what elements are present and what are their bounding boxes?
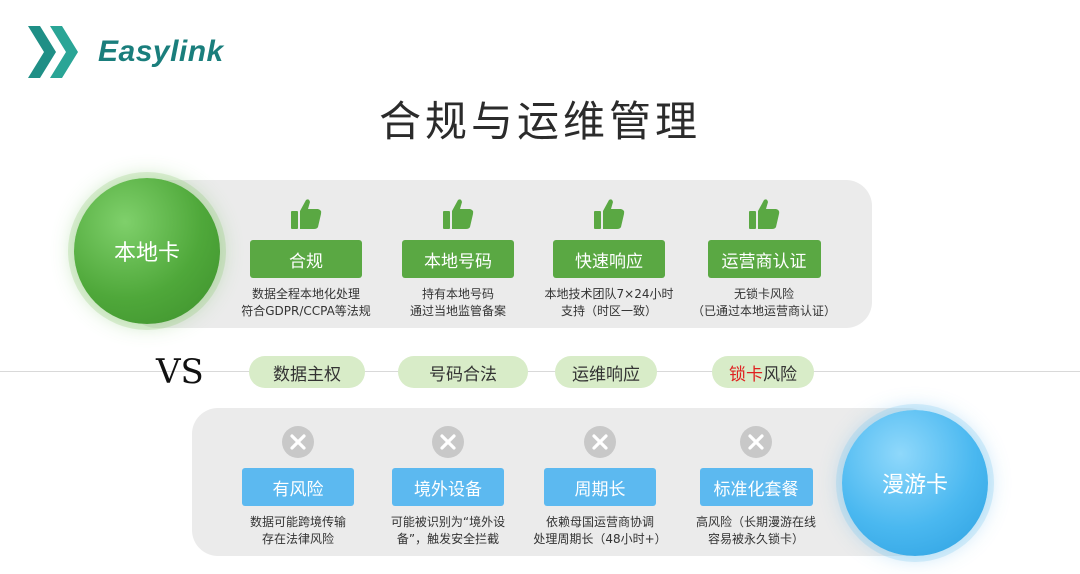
thumbs-up-icon [289, 196, 323, 232]
category-pill-number-legality: 号码合法 [398, 356, 528, 388]
local-tag: 快速响应 [553, 240, 665, 278]
brand-name: Easylink [98, 35, 224, 68]
local-desc: 持有本地号码 通过当地监管备案 [409, 287, 506, 318]
x-circle-icon [739, 424, 773, 460]
category-pill-ops-response: 运维响应 [555, 356, 657, 388]
x-circle-icon [431, 424, 465, 460]
roaming-desc: 高风险（长期漫游在线 容易被永久锁卡） [695, 515, 816, 546]
local-item-compliance: 合规 数据全程本地化处理 符合GDPR/CCPA等法规 [226, 196, 386, 320]
thumbs-up-icon [592, 196, 626, 232]
local-item-carrier-cert: 运营商认证 无锁卡风险 （已通过本地运营商认证） [684, 196, 844, 320]
local-item-local-number: 本地号码 持有本地号码 通过当地监管备案 [378, 196, 538, 320]
roaming-item-standard-plan: 标准化套餐 高风险（长期漫游在线 容易被永久锁卡） [676, 424, 836, 548]
local-card-label: 本地卡 [113, 241, 180, 266]
roaming-card-label: 漫游卡 [881, 473, 948, 498]
local-item-fast-response: 快速响应 本地技术团队7×24小时 支持（时区一致） [529, 196, 689, 320]
local-desc: 本地技术团队7×24小时 支持（时区一致） [544, 287, 674, 318]
chevron-logo-icon [28, 26, 78, 78]
vs-label: VS [156, 352, 204, 392]
x-circle-icon [583, 424, 617, 460]
local-desc: 无锁卡风险 （已通过本地运营商认证） [691, 287, 836, 318]
local-desc: 数据全程本地化处理 符合GDPR/CCPA等法规 [241, 287, 371, 318]
roaming-desc: 数据可能跨境传输 存在法律风险 [249, 515, 346, 546]
page-title: 合规与运维管理 [378, 97, 701, 146]
roaming-item-long-cycle: 周期长 依赖母国运营商协调 处理周期长（48小时+） [520, 424, 680, 548]
thumbs-up-icon [747, 196, 781, 232]
local-tag: 合规 [250, 240, 362, 278]
divider-line [0, 371, 1080, 372]
brand-logo: Easylink [28, 26, 224, 78]
x-circle-icon [281, 424, 315, 460]
roaming-tag: 境外设备 [392, 468, 504, 506]
roaming-tag: 周期长 [544, 468, 656, 506]
local-tag: 运营商认证 [707, 240, 821, 278]
roaming-tag: 标准化套餐 [699, 468, 813, 506]
local-tag: 本地号码 [402, 240, 514, 278]
roaming-item-risk: 有风险 数据可能跨境传输 存在法律风险 [218, 424, 378, 548]
local-card-circle: 本地卡 [74, 178, 220, 324]
thumbs-up-icon [441, 196, 475, 232]
roaming-desc: 可能被识别为“境外设 备”，触发安全拦截 [390, 515, 506, 546]
category-pill-data-sovereignty: 数据主权 [249, 356, 365, 388]
roaming-card-circle: 漫游卡 [842, 410, 988, 556]
roaming-desc: 依赖母国运营商协调 处理周期长（48小时+） [533, 515, 667, 546]
roaming-tag: 有风险 [242, 468, 354, 506]
category-pill-lock-risk: 锁卡风险 [712, 356, 814, 388]
roaming-item-foreign-device: 境外设备 可能被识别为“境外设 备”，触发安全拦截 [368, 424, 528, 548]
